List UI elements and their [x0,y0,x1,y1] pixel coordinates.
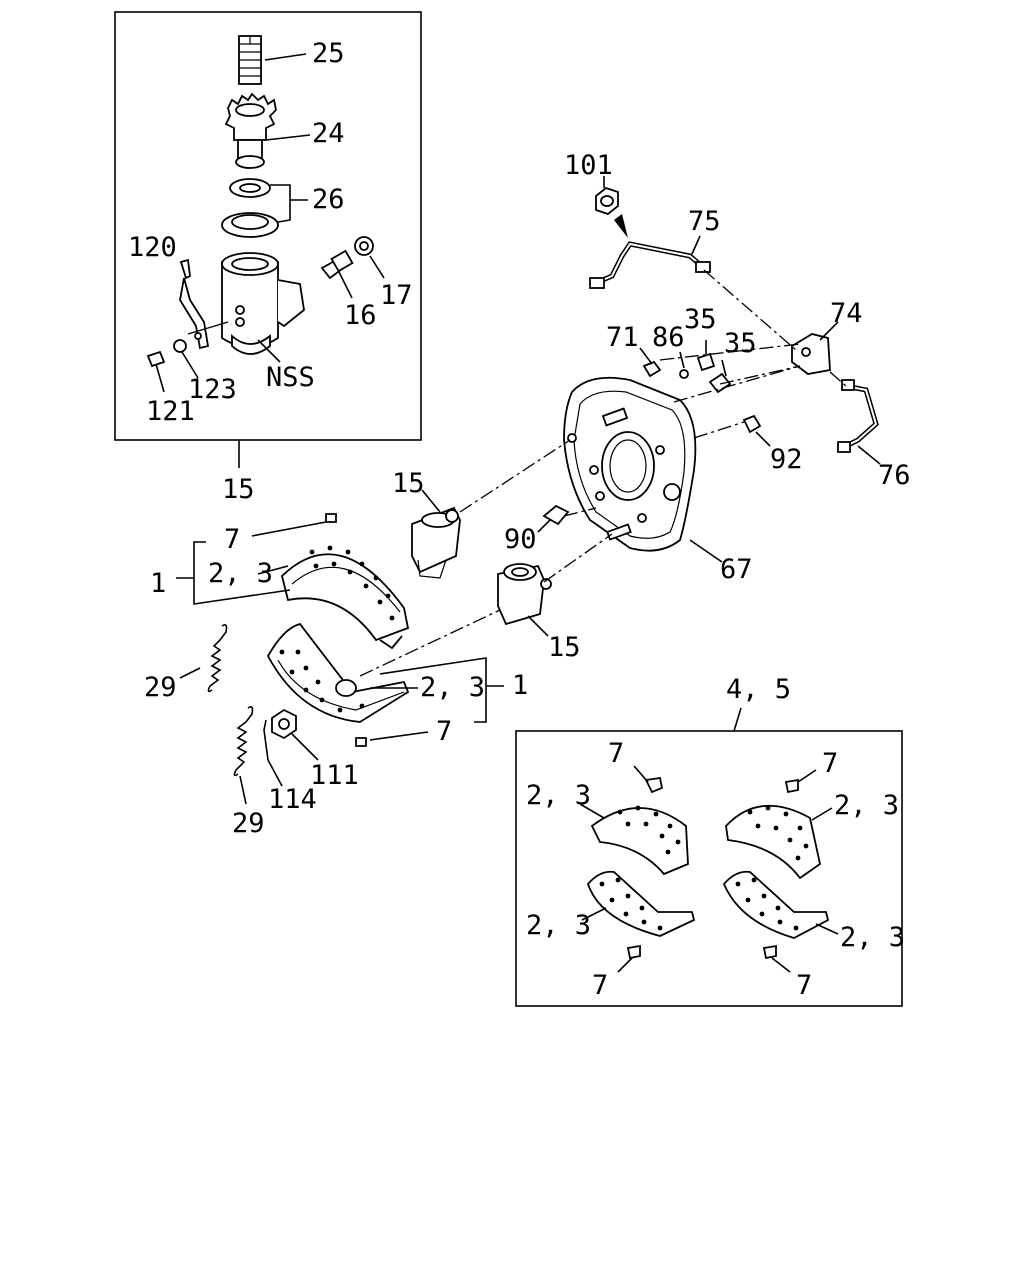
label-1-upper: 1 [150,568,166,599]
return-spring-upper [179,624,228,693]
label-111: 111 [310,760,359,791]
label-67: 67 [720,554,753,585]
label-2-3-bottom-left: 2, 3 [526,910,591,941]
cylinder-seals [221,178,308,238]
label-35-b: 35 [724,328,757,359]
label-71: 71 [606,322,639,353]
bolt-90 [537,504,570,533]
label-7-bottom-right: 7 [796,970,812,1001]
wheel-cylinder-lower [497,563,552,637]
flare-nut [595,176,628,238]
backing-plate [563,376,723,563]
label-15-lower-cylinder: 15 [548,632,581,663]
lining-top-right [725,769,833,880]
label-120: 120 [128,232,177,263]
label-76: 76 [878,460,911,491]
label-74: 74 [830,298,863,329]
lining-bottom-left [581,870,696,973]
mounting-bolt [146,350,166,393]
adjuster-nut [271,708,319,761]
hold-down-pin [263,719,283,787]
brake-shoe-upper [251,513,410,650]
label-7-top-left: 7 [608,738,624,769]
label-7-upper: 7 [224,524,240,555]
label-123: 123 [188,374,237,405]
label-4-5: 4, 5 [726,674,791,705]
label-2-3-top-right: 2, 3 [834,790,899,821]
pipe-junction [791,321,839,375]
brake-pipe-lower [837,379,881,465]
label-75: 75 [688,206,721,237]
lock-washer [173,339,199,379]
brake-shoe-lower [266,622,429,747]
washer-86 [679,351,689,379]
label-92: 92 [770,444,803,475]
label-29-upper: 29 [144,672,177,703]
label-114: 114 [268,784,317,815]
label-2-3-lower: 2, 3 [420,672,485,703]
bleeder-cap [354,236,385,279]
label-2-3-upper: 2, 3 [208,558,273,589]
label-7-bottom-left: 7 [592,970,608,1001]
label-35-a: 35 [684,304,717,335]
bleeder-bracket [179,258,229,350]
label-15-assembly: 15 [222,474,255,505]
wheel-cylinder-body [221,252,305,363]
lining-kit-inset [515,707,903,1007]
label-90: 90 [504,524,537,555]
wheel-cylinder-detail-inset [114,11,422,468]
label-26: 26 [312,184,345,215]
lining-top-left [579,765,689,876]
return-spring-lower [233,706,254,805]
inset-frame-bottom [515,730,903,1007]
inset-frame-top [114,11,422,441]
alignment-lines [359,269,847,677]
label-2-3-bottom-right: 2, 3 [840,922,905,953]
wheel-cylinder-upper [411,489,461,579]
label-24: 24 [312,118,345,149]
bleeder-screw [320,249,354,299]
label-25: 25 [312,38,345,69]
label-nss: NSS [266,362,315,393]
brake-pipe-upper [589,235,711,289]
shoe-assembly-bracket-lower [370,657,504,723]
adjuster-wheel [224,92,311,169]
label-15-upper-cylinder: 15 [392,468,425,499]
lining-bottom-right [722,870,839,973]
label-7-lower: 7 [436,716,452,747]
union-bolt-35a [696,340,716,372]
adjuster-screw [238,35,307,85]
label-2-3-top-left: 2, 3 [526,780,591,811]
nut-92 [742,414,771,447]
label-17: 17 [380,280,413,311]
label-29-lower: 29 [232,808,265,839]
label-7-top-right: 7 [822,748,838,779]
label-86: 86 [652,322,685,353]
label-1-lower: 1 [512,670,528,701]
label-101: 101 [564,150,613,181]
bleeder-cap-71 [639,347,662,378]
label-16: 16 [344,300,377,331]
union-bolt-35b [708,359,732,394]
shoe-assembly-bracket-upper [176,541,291,605]
label-121: 121 [146,396,195,427]
callout-labels: 25 24 26 120 17 16 NSS 123 121 15 101 75… [128,38,911,1001]
